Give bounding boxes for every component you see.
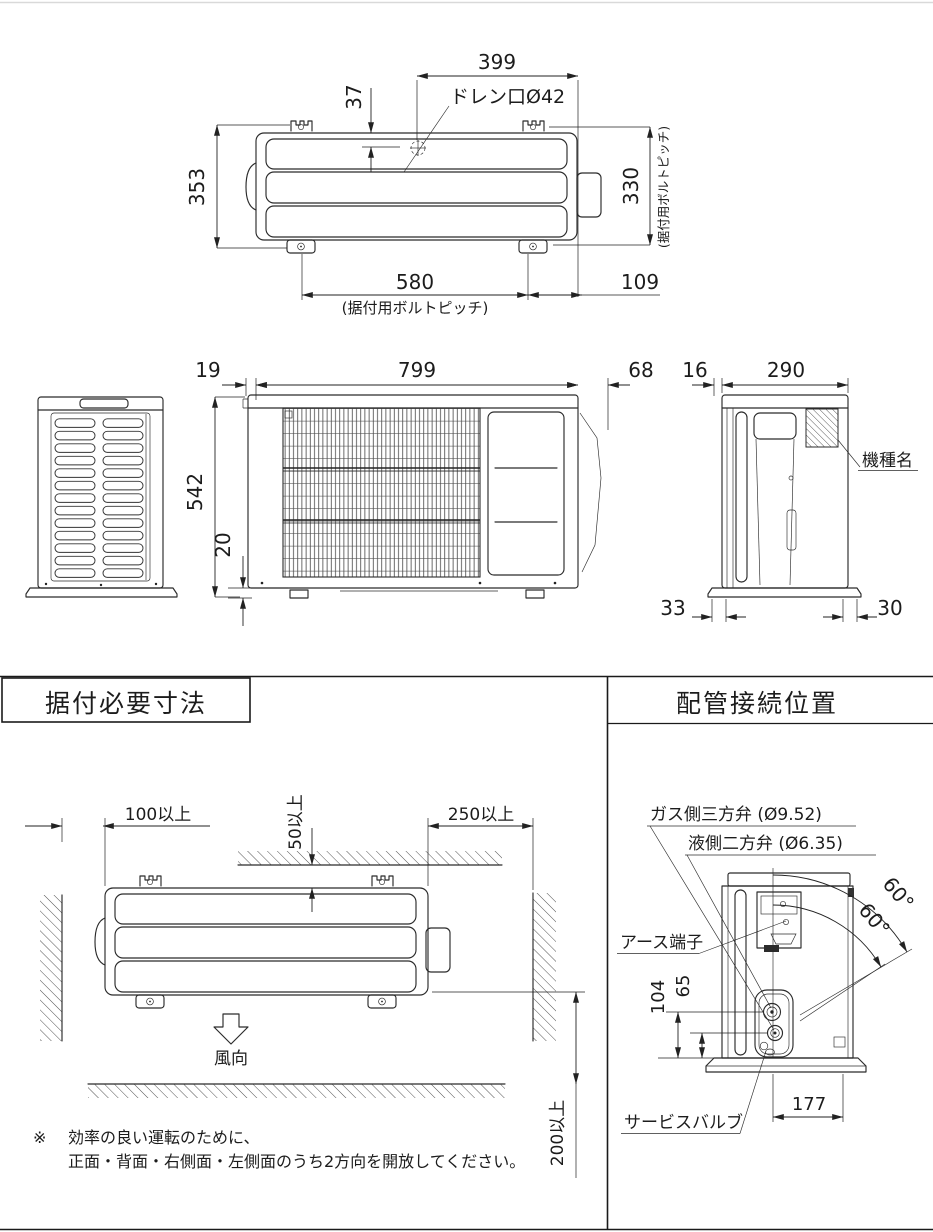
liquid-valve <box>766 1024 784 1042</box>
middle-row-dimensions: 19 799 68 16 290 542 20 <box>183 358 903 626</box>
drain-leader-line <box>403 105 450 173</box>
service-port <box>759 1041 769 1051</box>
label-plate <box>764 945 779 952</box>
handle-bump <box>245 162 257 211</box>
dim-angle-inner: 60° <box>854 898 895 941</box>
clearance-top-label: 50以上 <box>286 794 306 850</box>
foot <box>289 589 309 599</box>
dim-68: 68 <box>628 358 653 382</box>
model-name-label: 機種名 <box>862 451 913 471</box>
dim-30: 30 <box>877 596 902 620</box>
gas-valve-leader <box>649 825 775 1031</box>
wind-direction-label: 風向 <box>214 1049 248 1069</box>
ground-hatch <box>88 1084 505 1098</box>
rear-view-drawing <box>25 396 178 598</box>
dim-330: 330 <box>619 167 643 205</box>
foot <box>525 589 545 599</box>
top-right-tab <box>848 888 854 897</box>
base-plate <box>705 1057 867 1073</box>
handle-recess <box>753 412 797 440</box>
piping-connection-diagram: 60° 60° ガス側三方弁 (Ø9.52) 液側二方弁 (Ø6.35) アース… <box>617 805 919 1134</box>
wall-hatch-right <box>533 893 556 1041</box>
installation-clearance-diagram: 100以上 50以上 250以上 200以上 風向 ※ 効率の良い運転のために、… <box>25 794 585 1178</box>
dim-353: 353 <box>185 168 209 206</box>
bolt-pitch-note-vertical: (据付用ボルトピッチ) <box>656 126 671 248</box>
dim-19: 19 <box>195 358 220 382</box>
install-title-box <box>1 677 251 723</box>
dim-542: 542 <box>183 473 207 511</box>
service-valve-label: サービスバルブ <box>624 1112 743 1133</box>
valve-cover-profile <box>579 412 602 573</box>
louver-panel-left <box>53 417 98 578</box>
gas-valve <box>762 1002 782 1022</box>
install-section-title: 据付必要寸法 <box>45 689 207 718</box>
clearance-front-label: 200以上 <box>548 1100 568 1166</box>
wall-hatch-left <box>40 895 62 1041</box>
swing-angle-arcs: 60° 60° <box>772 872 919 1022</box>
dim-65: 65 <box>673 975 694 998</box>
carry-handle <box>79 398 129 409</box>
bolt-pitch-note-horizontal: (据付用ボルトピッチ) <box>342 299 489 317</box>
dim-20: 20 <box>211 532 235 557</box>
dim-angle-outer: 60° <box>878 872 919 915</box>
dim-290: 290 <box>767 358 805 382</box>
dim-799: 799 <box>398 358 436 382</box>
dim-33: 33 <box>660 596 685 620</box>
dim-109: 109 <box>621 270 659 294</box>
right-side-view-drawing: 機種名 <box>707 394 918 598</box>
clearance-right-label: 250以上 <box>448 805 514 825</box>
fan-grille <box>282 407 481 578</box>
base-plate <box>707 587 862 598</box>
dim-104: 104 <box>648 980 669 1014</box>
drain-port-label: ドレン口Ø42 <box>450 86 565 108</box>
note-mark: ※ <box>33 1128 46 1147</box>
side-panel <box>487 411 565 576</box>
earth-terminal-leader <box>698 920 787 954</box>
unit-plan-outline <box>94 875 451 1009</box>
top-view-drawing: 399 37 ドレン口Ø42 353 330 (据付用ボルトピッチ) 580 (… <box>185 50 671 317</box>
dim-580: 580 <box>396 270 434 294</box>
base-plate <box>25 587 178 598</box>
gas-valve-label: ガス側三方弁 (Ø9.52) <box>650 805 822 825</box>
liquid-valve-label: 液側二方弁 (Ø6.35) <box>688 834 843 854</box>
valve-cover-bump <box>576 172 602 218</box>
dim-37: 37 <box>342 84 366 109</box>
earth-terminal-label: アース端子 <box>620 933 703 953</box>
dim-399: 399 <box>478 50 516 74</box>
model-name-plate <box>805 408 839 448</box>
service-valve-leader <box>739 1050 767 1134</box>
note-line1: 効率の良い運転のために、 <box>68 1128 260 1147</box>
clearance-left-label: 100以上 <box>125 805 191 825</box>
front-view-drawing <box>242 394 602 599</box>
liquid-valve-leader <box>686 854 772 1009</box>
drain-port <box>410 140 426 156</box>
dim-16: 16 <box>682 358 707 382</box>
note-line2: 正面・背面・右側面・左側面のうち2方向を開放してください。 <box>68 1152 525 1171</box>
wind-direction-arrow <box>213 1013 249 1045</box>
model-name-leader <box>837 439 861 468</box>
dim-177: 177 <box>792 1094 826 1115</box>
piping-section-title: 配管接続位置 <box>676 689 838 718</box>
louver-panel-right <box>101 417 146 578</box>
wall-hatch-top <box>238 851 502 865</box>
unit-side-outline <box>705 868 867 1073</box>
mounting-bracket <box>290 120 545 132</box>
mounting-foot <box>286 239 548 254</box>
